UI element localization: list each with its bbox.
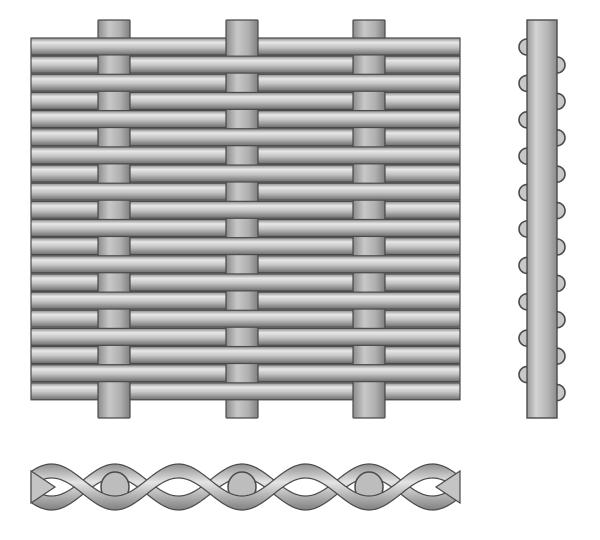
horizontal-wire bbox=[30, 309, 99, 328]
side-view bbox=[518, 19, 566, 419]
horizontal-wire bbox=[30, 164, 99, 183]
horizontal-wire bbox=[30, 273, 99, 292]
wire-bump-right bbox=[556, 274, 566, 293]
wire-bump-left bbox=[518, 365, 528, 384]
horizontal-wire bbox=[384, 273, 461, 292]
wire-bump-right bbox=[556, 238, 566, 256]
horizontal-wire bbox=[30, 327, 227, 346]
horizontal-wire bbox=[257, 182, 461, 201]
horizontal-wire bbox=[129, 309, 354, 328]
wire-bump-right bbox=[556, 383, 566, 402]
horizontal-wire bbox=[384, 237, 461, 256]
horizontal-wire bbox=[30, 73, 227, 92]
horizontal-wire bbox=[384, 91, 461, 110]
horizontal-wire bbox=[30, 37, 227, 56]
horizontal-wire bbox=[30, 255, 227, 274]
horizontal-wire bbox=[257, 73, 461, 92]
horizontal-wire bbox=[257, 146, 461, 165]
wire-bump-left bbox=[518, 74, 528, 93]
horizontal-wire bbox=[129, 237, 354, 256]
horizontal-wire bbox=[30, 91, 99, 110]
horizontal-wire bbox=[30, 291, 227, 310]
horizontal-wire bbox=[30, 128, 99, 147]
end-cap-left bbox=[30, 469, 57, 505]
wire-bump-right bbox=[556, 165, 566, 183]
horizontal-wire bbox=[30, 200, 99, 219]
side-rod bbox=[526, 19, 558, 419]
wire-bump-right bbox=[556, 92, 566, 111]
horizontal-wire bbox=[30, 55, 99, 74]
cross-section-view bbox=[30, 463, 461, 511]
horizontal-wire bbox=[257, 218, 461, 238]
horizontal-wire bbox=[129, 128, 354, 147]
horizontal-wire bbox=[384, 55, 461, 74]
wire-bump-left bbox=[518, 293, 528, 311]
wire-bump-right bbox=[556, 311, 566, 329]
horizontal-wire bbox=[129, 345, 354, 365]
horizontal-wire bbox=[257, 364, 461, 383]
horizontal-wire bbox=[129, 55, 354, 74]
horizontal-wire bbox=[384, 309, 461, 328]
wire-bump-left bbox=[518, 111, 528, 129]
wire-bump-right bbox=[556, 347, 566, 365]
wire-bump-left bbox=[518, 147, 528, 165]
plan-view bbox=[30, 19, 461, 419]
horizontal-wire bbox=[384, 164, 461, 183]
wire-bump-left bbox=[518, 183, 528, 202]
horizontal-wire bbox=[257, 291, 461, 310]
horizontal-wire bbox=[384, 128, 461, 147]
wire-bump-left bbox=[518, 329, 528, 347]
horizontal-wire bbox=[30, 146, 227, 165]
horizontal-wire bbox=[30, 364, 227, 383]
horizontal-wire bbox=[30, 382, 99, 401]
wire-bump-right bbox=[556, 129, 566, 147]
horizontal-wire bbox=[257, 37, 461, 56]
horizontal-wire bbox=[30, 182, 227, 201]
horizontal-wire bbox=[384, 382, 461, 401]
horizontal-wire bbox=[30, 237, 99, 256]
horizontal-wire bbox=[129, 200, 354, 219]
horizontal-wire bbox=[30, 345, 99, 365]
horizontal-wire bbox=[30, 109, 227, 129]
horizontal-wire bbox=[30, 218, 227, 238]
horizontal-wire bbox=[257, 255, 461, 274]
wire-bump-right bbox=[556, 201, 566, 220]
horizontal-wire bbox=[257, 109, 461, 129]
horizontal-wire bbox=[129, 91, 354, 110]
wire-bump-left bbox=[518, 220, 528, 238]
wire-bump-left bbox=[518, 38, 528, 56]
horizontal-wire bbox=[129, 164, 354, 183]
horizontal-wire bbox=[257, 327, 461, 346]
horizontal-wire bbox=[129, 273, 354, 292]
wire-bump-left bbox=[518, 256, 528, 275]
horizontal-wire bbox=[384, 345, 461, 365]
horizontal-wire bbox=[129, 382, 354, 401]
wire-bump-right bbox=[556, 56, 566, 74]
end-cap-right bbox=[434, 469, 461, 505]
horizontal-wire bbox=[384, 200, 461, 219]
